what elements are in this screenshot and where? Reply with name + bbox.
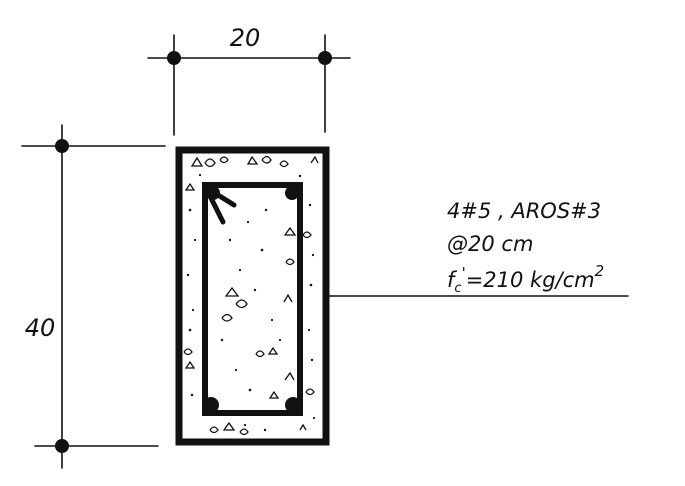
rebar-bottom-right: [285, 397, 301, 413]
note-strength: fc'=210 kg/cm2: [447, 262, 604, 296]
note-strength-value: =210 kg/cm: [466, 268, 595, 292]
note-spacing: @20 cm: [447, 232, 533, 256]
note-strength-subscript: c: [454, 281, 461, 296]
stirrup: [202, 182, 303, 416]
width-dimension-label: 20: [230, 24, 261, 52]
width-dimension-dot-left: [167, 51, 181, 65]
reinforcement-note: 4#5 , AROS#3 @20 cm fc'=210 kg/cm2: [447, 199, 604, 296]
height-dimension-dot-top: [55, 139, 69, 153]
height-dimension: 40: [21, 124, 166, 469]
stirrup-hook-2: [207, 193, 226, 225]
rebar-bottom-left: [203, 397, 219, 413]
rebar-top-right: [285, 186, 299, 200]
height-dimension-label: 40: [25, 314, 56, 342]
width-dimension-dot-right: [318, 51, 332, 65]
aggregate-dots: [186, 173, 316, 432]
concrete-section: [175, 146, 330, 446]
note-strength-prime: ': [462, 264, 466, 282]
width-dimension: 20: [147, 24, 351, 136]
note-strength-exponent: 2: [595, 262, 605, 280]
aggregate-pattern: [183, 155, 319, 436]
section-outline: [175, 146, 330, 446]
note-strength-symbol: f: [447, 268, 458, 292]
rebar-top-left: [206, 186, 220, 200]
height-dimension-dot-bottom: [55, 439, 69, 453]
note-reinforcement: 4#5 , AROS#3: [447, 199, 601, 223]
